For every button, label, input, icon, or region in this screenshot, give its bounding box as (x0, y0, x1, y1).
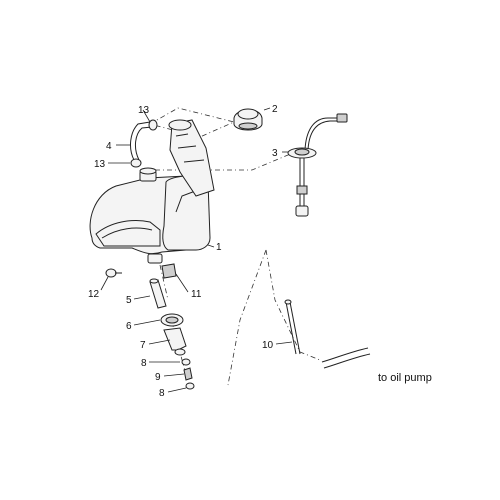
hose-clips (130, 119, 158, 168)
callout-13-bottom: 13 (94, 159, 106, 170)
callout-7: 7 (140, 340, 146, 351)
filter-fitting (163, 327, 187, 356)
breather-hose (130, 121, 153, 161)
callout-9: 9 (155, 372, 161, 383)
level-sender (287, 113, 348, 217)
callout-1: 1 (216, 242, 222, 253)
to-oil-pump-note: to oil pump (378, 372, 432, 384)
callout-8-lower: 8 (159, 388, 165, 399)
union-fitting (183, 367, 193, 381)
callout-6: 6 (126, 321, 132, 332)
washer-lower (185, 382, 195, 390)
callout-2: 2 (272, 104, 278, 115)
callout-12: 12 (88, 289, 100, 300)
callout-11: 11 (191, 289, 202, 300)
oil-pipe (284, 299, 371, 369)
callout-13-top: 13 (138, 105, 150, 116)
callout-10: 10 (262, 340, 274, 351)
mounting-screw (105, 268, 122, 278)
outlet-pipe (149, 278, 167, 309)
tank-clip (161, 263, 177, 279)
callout-labels: 1 2 3 4 13 13 11 12 5 6 7 8 9 8 10 to oi… (88, 104, 432, 399)
washer-upper (181, 358, 191, 366)
oil-tank (89, 119, 215, 264)
filler-cap (233, 108, 263, 131)
hose-clamp (160, 313, 184, 327)
callout-5: 5 (126, 295, 132, 306)
callout-3: 3 (272, 148, 278, 159)
callout-4: 4 (106, 141, 112, 152)
leader-lines (100, 107, 293, 393)
callout-8-upper: 8 (141, 358, 147, 369)
